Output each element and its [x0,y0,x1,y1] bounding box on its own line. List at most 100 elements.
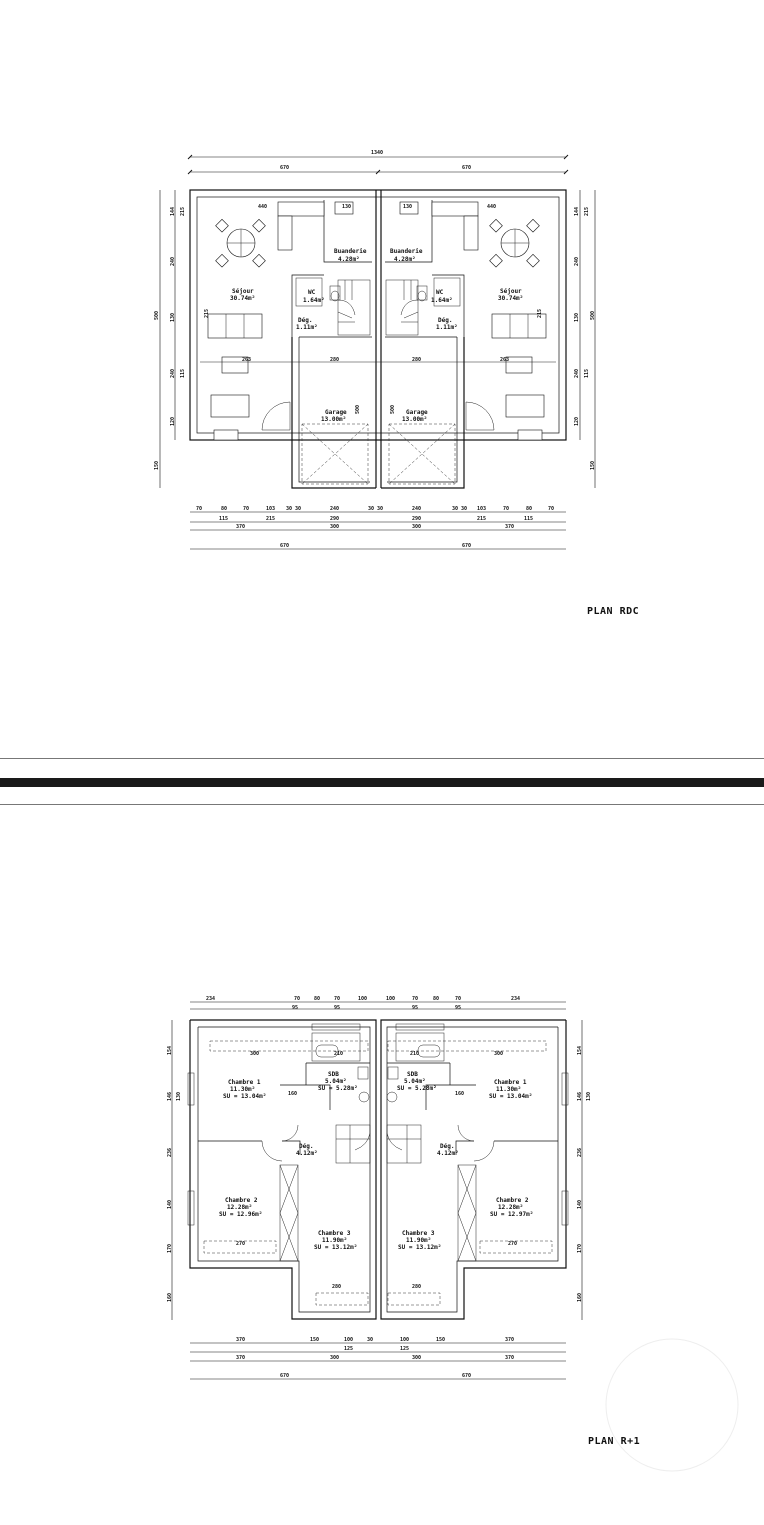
dim-r1-b1b-0: 125 [344,1346,353,1352]
room-rdc-left-garage-area: 13.00m² [321,416,346,423]
dim-rdc-left-side-2: 215 [180,207,186,216]
room-r1-right-ch2-su: SU = 12.97m² [490,1211,533,1218]
dim-r1-b1-3: 30 [367,1337,373,1343]
dim-rdc-b1-12: 103 [477,506,486,512]
room-r1-right-ch2-name: Chambre 2 [496,1197,529,1204]
dim-r1-b2-3: 370 [505,1355,514,1361]
room-r1-right-ch2-area: 12.28m² [498,1204,523,1211]
dim-r1-b2-1: 300 [330,1355,339,1361]
room-rdc-left-sejour-name: Séjour [232,288,254,295]
room-r1-left-sdb-area: 5.04m² [325,1078,347,1085]
room-rdc-right-wc-name: WC [436,289,444,296]
dim-rdc-b1-3: 103 [266,506,275,512]
dim-rdc-b1-14: 80 [526,506,532,512]
room-r1-right-sdb-name: SDB [407,1071,418,1078]
room-r1-left-ch3-su: SU = 13.12m² [314,1244,357,1251]
dim-r1-b1b-1: 125 [400,1346,409,1352]
dim-r1-in-4: 160 [288,1091,297,1097]
dim-rdc-b1-13: 70 [503,506,509,512]
dim-rdc-left-side-4: 130 [170,313,176,322]
dim-r1-ls-2: 130 [176,1092,182,1101]
plan-r1-drawing: 234 70 80 70 100 100 70 80 70 234 95 95 … [167,996,739,1472]
dim-rdc-b1-15: 70 [548,506,554,512]
separator-top-line [0,758,764,759]
plan-r1-sheet: 234 70 80 70 100 100 70 80 70 234 95 95 … [0,805,764,1525]
dim-r1-t2-1: 95 [334,1005,340,1011]
dim-rdc-b1-11: 30 [461,506,467,512]
dim-r1-t1-2: 80 [314,996,320,1002]
room-rdc-right-sejour-area: 30.74m² [498,295,523,302]
dim-rdc-right-side-2: 215 [584,207,590,216]
room-r1-left-sdb-name: SDB [328,1071,339,1078]
room-r1-right-ch3-name: Chambre 3 [402,1230,435,1237]
dim-r1-b2-0: 370 [236,1355,245,1361]
room-r1-left-sdb-su: SU = 5.28m² [318,1085,358,1092]
separator-bottom-line [0,804,764,805]
dim-rdc-left-side-1: 144 [170,207,176,216]
room-r1-right-sdb-area: 5.04m² [404,1078,426,1085]
room-r1-left-ch1-su: SU = 13.04m² [223,1093,266,1100]
dim-r1-rs-4: 140 [577,1200,583,1209]
dim-rdc-b1-5: 30 [295,506,301,512]
dim-rdc-b1-4: 30 [286,506,292,512]
dim-rdc-b4-0: 670 [280,543,289,549]
dim-rdc-b2-1: 215 [266,516,275,522]
dim-r1-rs-3: 236 [577,1148,583,1157]
dim-rdc-b2-0: 115 [219,516,228,522]
dim-r1-in-1: 210 [334,1051,343,1057]
dim-rdc-b3-1: 300 [330,524,339,530]
dim-r1-in-7: 270 [508,1241,517,1247]
dim-r1-ls-1: 146 [167,1092,173,1101]
dim-rdc-right-side-7: 120 [574,417,580,426]
dim-rdc-left-side-3: 240 [170,257,176,266]
dim-rdc-top-half-right: 670 [462,165,471,171]
room-r1-left-ch3-area: 11.90m² [322,1237,347,1244]
dim-r1-in-9: 280 [412,1284,421,1290]
dim-rdc-garage-h-right: 500 [390,405,396,414]
dim-rdc-inner-mid-0: 215 [204,309,210,318]
dim-rdc-inner-top-2: 130 [342,204,351,210]
dim-r1-b1-4: 100 [400,1337,409,1343]
dim-rdc-b2-2: 290 [330,516,339,522]
room-r1-right-ch1-name: Chambre 1 [494,1079,527,1086]
dim-rdc-left-side-6: 115 [180,369,186,378]
dim-r1-ls-6: 160 [167,1293,173,1302]
dim-rdc-inner-top-4: 440 [487,204,496,210]
dim-r1-ls-0: 154 [167,1046,173,1055]
dim-rdc-left-side-7: 120 [170,417,176,426]
dim-r1-t1-7: 80 [433,996,439,1002]
dim-rdc-inner-mid-4: 263 [500,357,509,363]
dim-r1-rs-1: 146 [577,1092,583,1101]
dim-rdc-inner-mid-5: 215 [537,309,543,318]
dim-r1-rs-5: 170 [577,1244,583,1253]
room-rdc-right-sejour-name: Séjour [500,288,522,295]
plan-rdc-sheet: 1340 670 670 500 150 500 150 144 240 130… [0,0,764,755]
room-rdc-right-garage-area: 13.00m² [402,416,427,423]
dim-rdc-top-half-left: 670 [280,165,289,171]
dim-rdc-b3-3: 370 [505,524,514,530]
room-rdc-left-deg-area: 1.11m² [296,324,318,331]
room-r1-left-ch2-su: SU = 12.96m² [219,1211,262,1218]
dim-rdc-inner-top-1: 440 [258,204,267,210]
room-r1-left-ch3-name: Chambre 3 [318,1230,351,1237]
room-rdc-left-garage-name: Garage [325,409,347,416]
room-rdc-right-deg-name: Dég. [438,317,452,324]
room-r1-right-deg-name: Dég. [440,1143,454,1150]
dim-r1-t2-3: 95 [455,1005,461,1011]
dim-r1-in-5: 160 [455,1091,464,1097]
dim-r1-ls-3: 236 [167,1148,173,1157]
dim-rdc-b1-2: 70 [243,506,249,512]
room-r1-right-deg-area: 4.12m² [437,1150,459,1157]
dim-r1-ls-5: 170 [167,1244,173,1253]
dim-rdc-inner-top-3: 130 [403,204,412,210]
dim-r1-rs-0: 154 [577,1046,583,1055]
room-r1-left-deg-area: 4.12m² [296,1150,318,1157]
dim-rdc-right-side-5: 240 [574,369,580,378]
dim-r1-in-3: 300 [494,1051,503,1057]
dim-r1-t1-8: 70 [455,996,461,1002]
room-r1-left-ch2-area: 12.28m² [227,1204,252,1211]
room-rdc-left-sejour-area: 30.74m² [230,295,255,302]
dim-r1-ls-4: 140 [167,1200,173,1209]
room-rdc-right-deg-area: 1.11m² [436,324,458,331]
dim-r1-b3-0: 670 [280,1373,289,1379]
